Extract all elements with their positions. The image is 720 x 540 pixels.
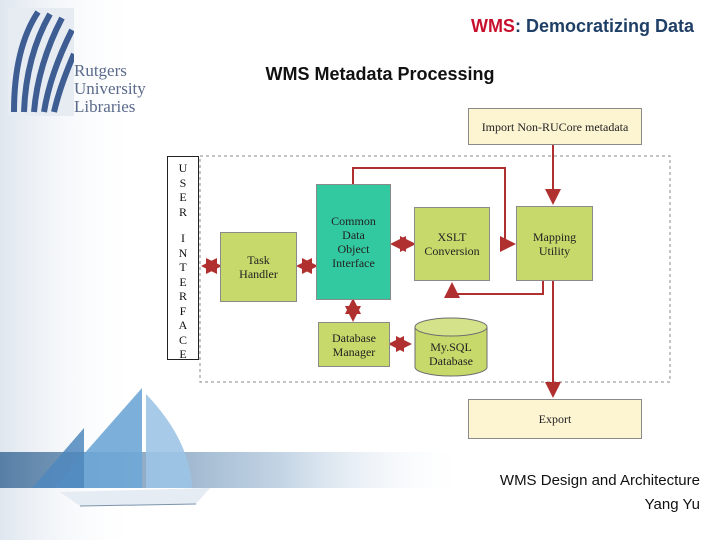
mysql-database-label: My.SQL Database: [429, 340, 473, 368]
header-title-accent: WMS: [470, 16, 515, 36]
database-manager-box: Database Manager: [318, 322, 390, 367]
rutgers-logo-icon: [8, 8, 74, 116]
sailboat-icon: [32, 388, 210, 507]
mapping-utility-box: Mapping Utility: [516, 206, 593, 281]
user-letters: U S E R: [178, 161, 188, 219]
xslt-conversion-box: XSLT Conversion: [414, 207, 490, 281]
export-label: Export: [538, 412, 572, 426]
export-box: Export: [468, 399, 642, 439]
slide-header-title: WMS: Democratizing Data: [380, 16, 694, 37]
header-title-rest: : Democratizing Data: [514, 16, 694, 36]
diagram-title: WMS Metadata Processing: [265, 64, 495, 84]
system-boundary: [199, 155, 671, 383]
interface-letters: I N T E R F A C E: [178, 231, 188, 361]
footer-line-1: WMS Design and Architecture: [499, 472, 700, 489]
task-handler-box: Task Handler: [220, 232, 297, 302]
import-metadata-box: Import Non-RUCore metadata: [468, 108, 642, 145]
logo-line-2: University: [74, 79, 146, 98]
logo-line-3: Libraries: [74, 97, 136, 116]
logo-wordmark: Rutgers University Libraries: [74, 62, 146, 116]
logo-line-1: Rutgers: [74, 61, 127, 80]
footer-line-2: Yang Yu: [644, 496, 700, 513]
common-data-object-interface-box: Common Data Object Interface: [316, 184, 391, 300]
mysql-database-cylinder: [414, 317, 488, 377]
user-interface-box: U S E R I N T E R F A C E: [167, 156, 199, 361]
import-metadata-label: Import Non-RUCore metadata: [481, 119, 629, 134]
